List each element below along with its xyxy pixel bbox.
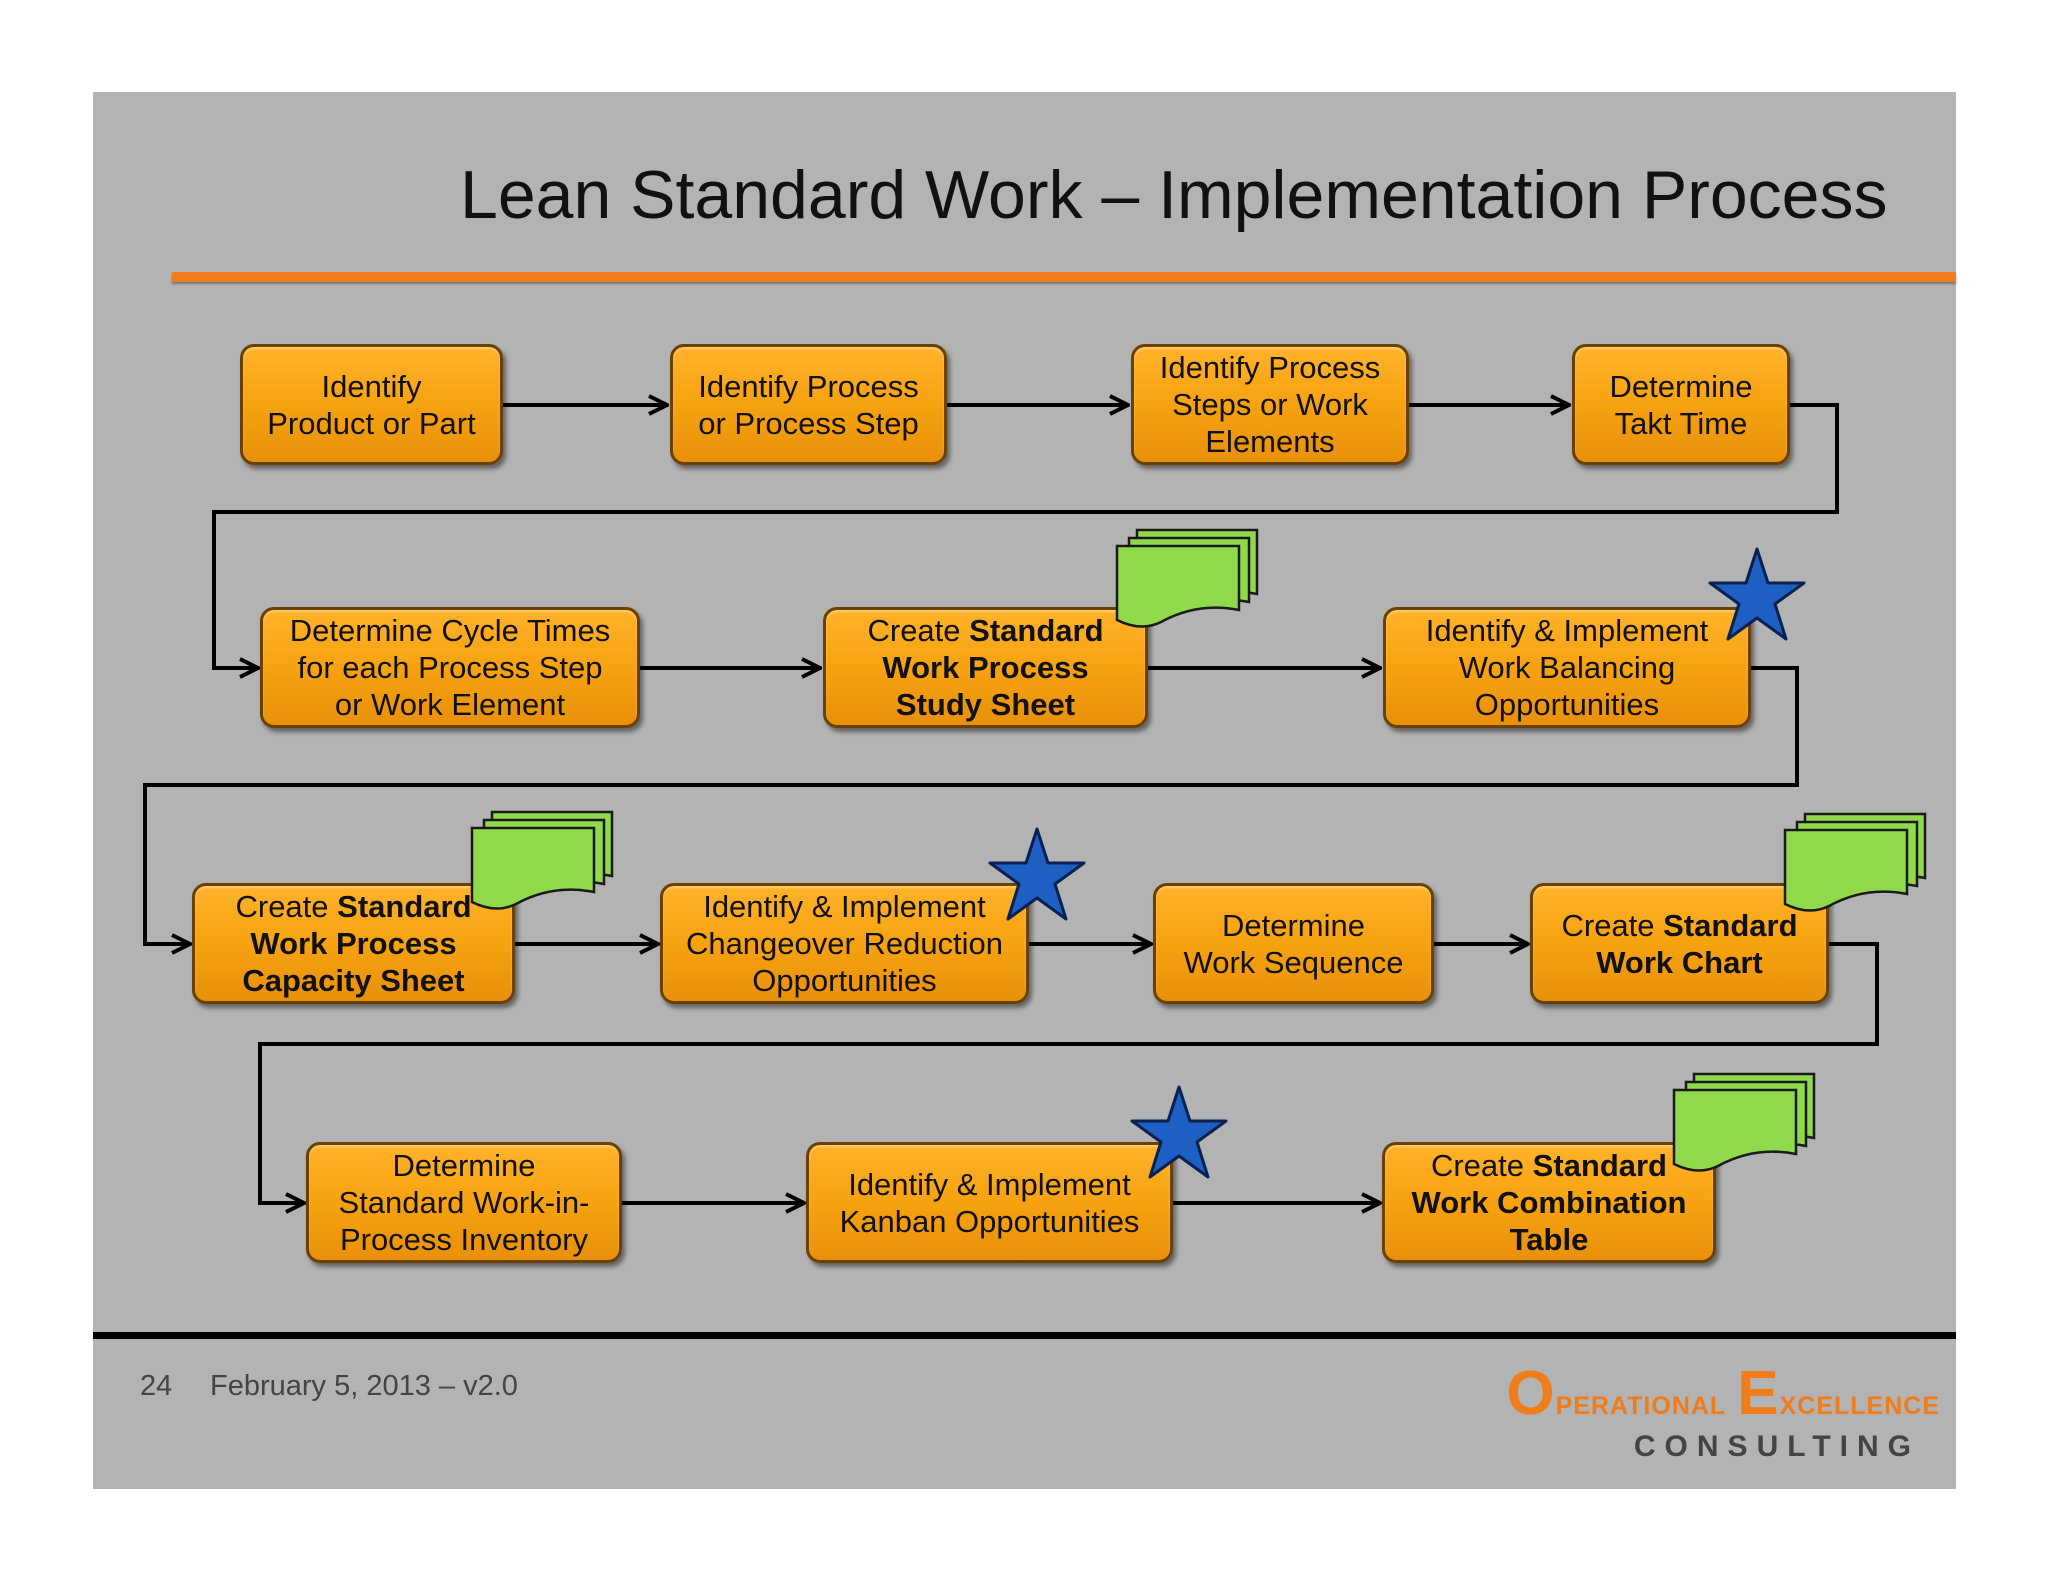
star-icon [1130,1085,1228,1179]
step-label-bold: Standard Work Combination Table [1411,1148,1687,1257]
step-label-prefix: Create [1430,1148,1533,1183]
step-determine-takt-time: Determine Takt Time [1572,344,1790,465]
step-changeover-reduction: Identify & Implement Changeover Reductio… [660,883,1029,1004]
document-stack-icon [470,810,614,910]
step-create-work-chart: Create Standard Work Chart [1530,883,1829,1004]
step-identify-process: Identify Process or Process Step [670,344,947,465]
step-create-capacity-sheet: Create Standard Work Process Capacity Sh… [192,883,515,1004]
step-label-bold: Standard Work Chart [1596,907,1798,980]
step-label-prefix: Create [235,889,338,924]
flow-arrow [258,942,1879,1203]
step-identify-product: Identify Product or Part [240,344,503,465]
step-label: Determine Cycle Times for each Process S… [289,613,611,722]
step-label: Identify & Implement Changeover Reductio… [685,889,1004,998]
step-label: Identify Process Steps or Work Elements [1159,350,1381,459]
step-label-prefix: Create [867,613,970,648]
page-number: 24 [140,1370,173,1402]
star-icon [1708,547,1806,641]
footer-date-version: February 5, 2013 – v2.0 [210,1370,518,1402]
step-label: Identify Product or Part [267,368,476,441]
document-stack-icon [1783,812,1927,912]
step-identify-work-elements: Identify Process Steps or Work Elements [1131,344,1409,465]
step-label: Identify Process or Process Step [698,368,919,441]
step-label-bold: Standard Work Process Capacity Sheet [242,889,472,998]
footer-divider [93,1332,1956,1339]
brand-subline: CONSULTING [1633,1430,1920,1463]
step-create-process-study-sheet: Create Standard Work Process Study Sheet [823,607,1148,728]
title-divider [172,272,1956,282]
step-determine-cycle-times: Determine Cycle Times for each Process S… [260,607,640,728]
step-label: Determine Work Sequence [1183,907,1404,980]
brand-logo: Operational Excellence CONSULTING [1380,1362,1940,1482]
step-label: Determine Standard Work-in- Process Inve… [338,1148,590,1257]
page-title: Lean Standard Work – Implementation Proc… [460,157,1888,233]
document-stack-icon [1672,1072,1816,1172]
document-stack-icon [1115,528,1259,628]
flow-arrow [143,666,1799,944]
step-kanban-opportunities: Identify & Implement Kanban Opportunitie… [806,1142,1173,1263]
step-determine-work-sequence: Determine Work Sequence [1153,883,1434,1004]
step-determine-wip-inventory: Determine Standard Work-in- Process Inve… [306,1142,622,1263]
flow-arrow [212,403,1839,668]
step-label-prefix: Create [1561,907,1664,943]
step-label-bold: Standard Work Process Study Sheet [882,613,1104,722]
step-label: Determine Takt Time [1609,368,1753,441]
step-work-balancing: Identify & Implement Work Balancing Oppo… [1383,607,1751,728]
step-create-combination-table: Create Standard Work Combination Table [1382,1142,1716,1263]
step-label: Identify & Implement Work Balancing Oppo… [1425,613,1709,722]
step-label: Identify & Implement Kanban Opportunitie… [839,1166,1140,1239]
brand-name: Operational Excellence [1506,1359,1940,1428]
star-icon [988,827,1086,921]
